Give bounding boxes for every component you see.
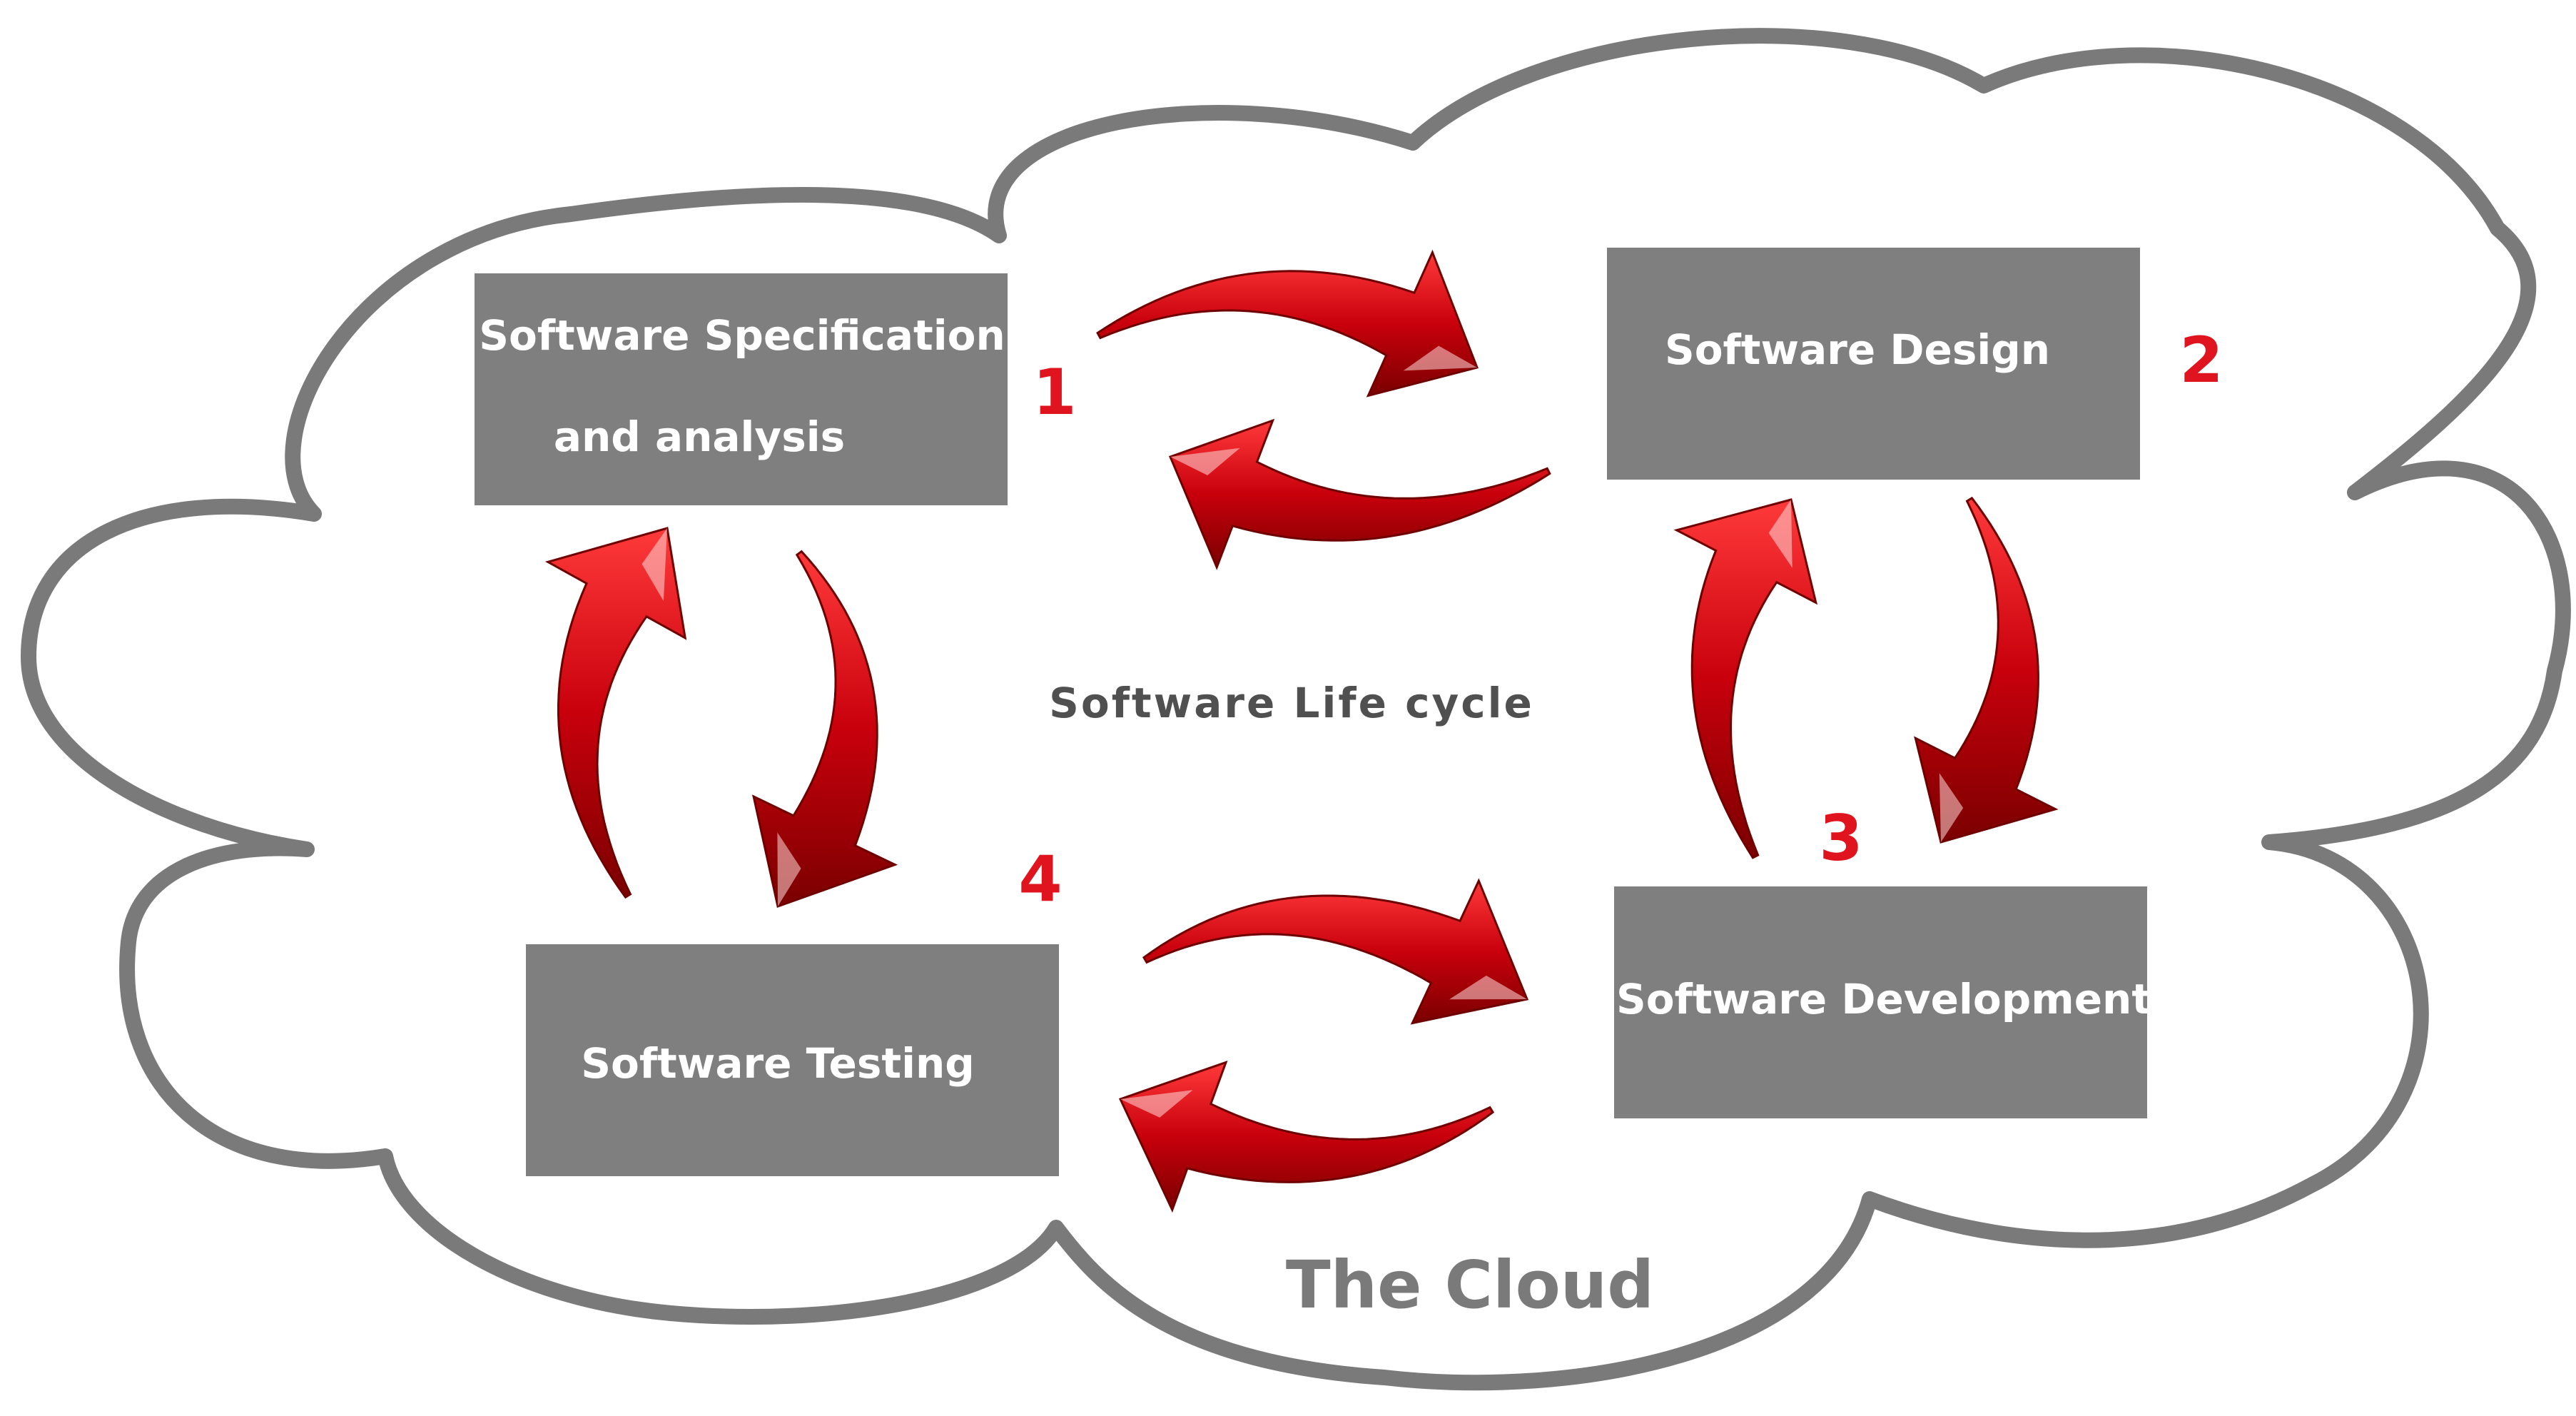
arrow-testing-to-dev xyxy=(1142,878,1529,1025)
stage-label-line: Software Development xyxy=(1616,975,2151,1023)
arrow-design-to-spec-highlight xyxy=(1170,447,1240,475)
arrow-spec-to-design-highlight xyxy=(1403,345,1477,371)
arrow-spec-to-design xyxy=(1096,249,1479,398)
step-number-1: 1 xyxy=(1033,355,1076,429)
step-number-2: 2 xyxy=(2179,323,2223,397)
cloud-outline xyxy=(21,28,2571,1391)
arrow-dev-to-testing-highlight xyxy=(1120,1090,1193,1118)
arrow-design-to-dev-highlight xyxy=(1939,773,1964,842)
arrow-spec-to-testing-highlight xyxy=(777,832,801,906)
stage-box-development: Software Development xyxy=(1614,886,2151,1118)
center-label: Software Life cycle xyxy=(1049,679,1534,727)
arrows-group xyxy=(544,249,2059,1213)
arrow-testing-to-spec xyxy=(544,527,687,899)
stage-label-line: Software Testing xyxy=(581,1039,975,1088)
arrow-dev-to-design-highlight xyxy=(1768,500,1792,568)
stage-box-design: Software Design xyxy=(1607,248,2140,480)
arrow-design-to-dev xyxy=(1914,496,2059,844)
stage-label-line: Software Specification xyxy=(479,311,1005,360)
stage-box-specification: Software Specification and analysis xyxy=(475,273,1008,505)
stage-label-line: and analysis xyxy=(554,413,845,461)
step-number-3: 3 xyxy=(1819,801,1862,875)
stage-label-line: Software Design xyxy=(1665,325,2050,374)
arrow-testing-to-spec-highlight xyxy=(642,528,667,602)
arrow-design-to-spec xyxy=(1169,418,1551,570)
step-number-4: 4 xyxy=(1018,842,1062,916)
stage-box-testing: Software Testing xyxy=(526,944,1059,1176)
arrow-dev-to-design xyxy=(1673,498,1818,859)
arrow-dev-to-testing xyxy=(1118,1060,1495,1213)
cloud-label: The Cloud xyxy=(1286,1247,1654,1323)
arrow-spec-to-testing xyxy=(751,550,898,908)
arrow-testing-to-dev-highlight xyxy=(1449,975,1527,1000)
